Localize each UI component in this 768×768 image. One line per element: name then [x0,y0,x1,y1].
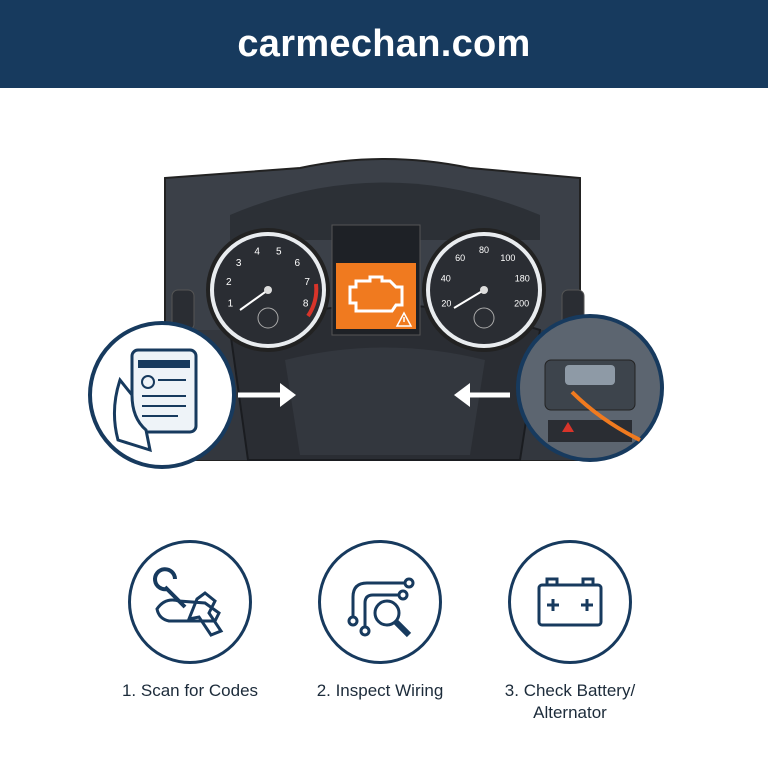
step-icon-circle [318,540,442,664]
left-arrow-icon [238,383,296,407]
step-label: 3. Check Battery/ Alternator [504,681,636,722]
gauge-label: 60 [455,253,465,263]
step-check-battery: 3. Check Battery/ Alternator [470,540,670,724]
gauge-label: 7 [304,277,310,288]
tablet-icon [130,348,198,434]
gauge-label: 5 [276,247,282,258]
gauge-label: 6 [295,258,301,269]
step-icon-circle [508,540,632,664]
speedometer: 20 40 60 80 100 180 200 [422,228,546,352]
gauge-label: 80 [479,245,489,255]
wrench-hand-icon [153,567,224,637]
gauge-label: 8 [303,299,309,310]
step-inspect-wiring: 2. Inspect Wiring [280,540,480,702]
step-icon-circle [128,540,252,664]
gauge-label: 200 [514,299,529,309]
gauge-label: 180 [515,274,530,284]
gauge-label: 20 [441,299,451,309]
battery-icon [537,577,603,627]
site-header: carmechan.com [0,0,768,88]
dash-hood [230,182,540,240]
warning-triangle-icon [395,311,413,327]
gauge-label: 4 [254,247,260,258]
step-label: 2. Inspect Wiring [316,681,444,700]
wiring-magnifier-icon [347,577,415,638]
site-title: carmechan.com [237,22,531,65]
hand-icon [113,376,152,453]
obd-cable [570,390,641,442]
gauge-label: 1 [228,299,234,310]
step-scan-codes: 1. Scan for Codes [90,540,290,702]
check-engine-icon [348,275,404,313]
step-label: 1. Scan for Codes [121,681,259,700]
scanner-tablet-inset [88,321,236,469]
speed-labels: 20 40 60 80 100 180 200 [441,245,530,309]
gauge-label: 3 [236,258,242,269]
gauge-label: 40 [441,274,451,284]
right-arrow-icon [454,383,510,407]
steps-section: 1. Scan for Codes 2. Inspect Wiring [0,540,768,740]
gauge-label: 2 [226,277,232,288]
gauge-label: 100 [500,253,515,263]
engine-bay-inset [516,314,664,462]
